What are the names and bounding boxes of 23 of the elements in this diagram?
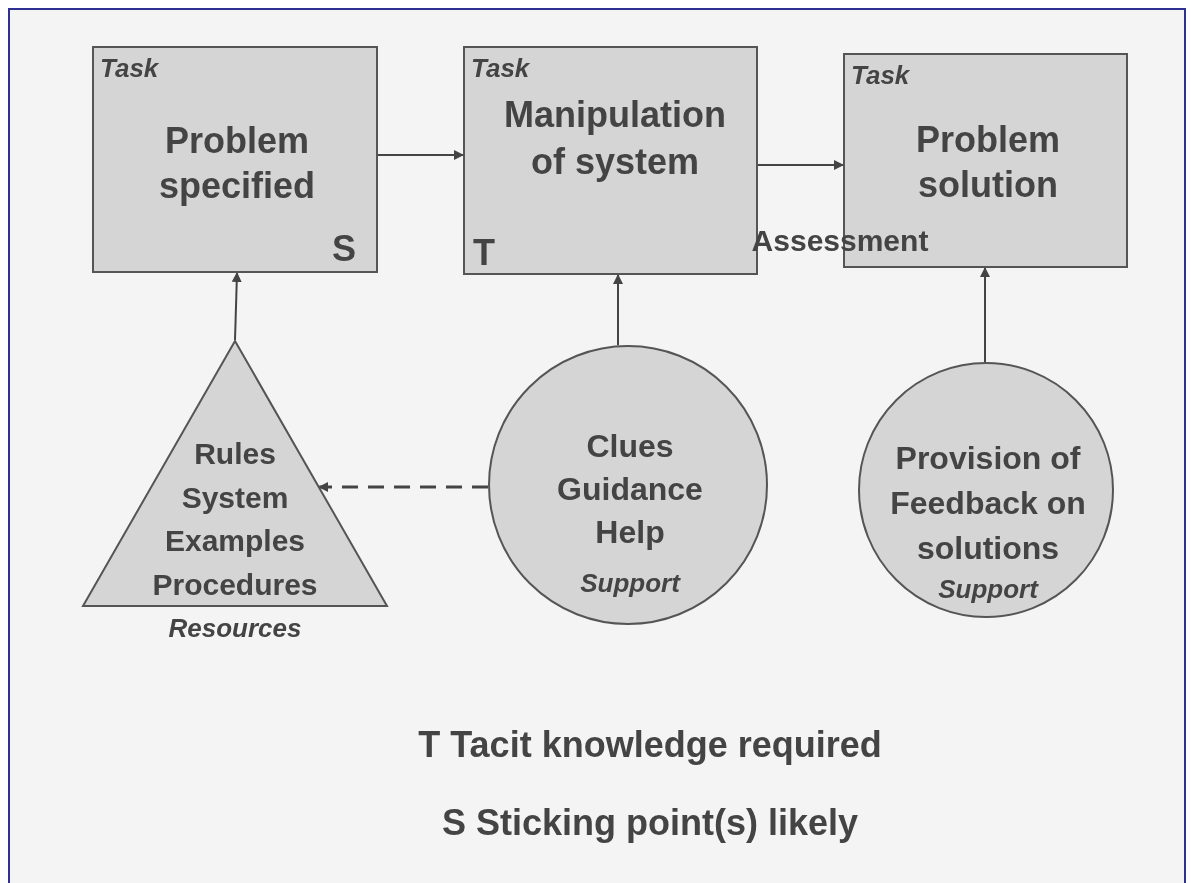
step-title: Manipulation of system: [503, 93, 727, 184]
task-label: Task: [100, 52, 160, 85]
arrow: [231, 272, 242, 341]
category-label: Resources: [167, 612, 303, 645]
arrow: [377, 150, 464, 160]
arrow: [613, 274, 623, 347]
task-box: [92, 46, 378, 273]
category-label: Support: [579, 567, 682, 600]
support-text: Provision of Feedback on solutions: [889, 439, 1087, 568]
step-title: Problem specified: [157, 119, 317, 208]
legend-text: T Tacit knowledge required: [417, 723, 883, 767]
arrow: [318, 482, 488, 492]
step-title: Problem solution: [914, 118, 1061, 207]
task-label: Task: [471, 52, 531, 85]
arrow: [757, 160, 844, 170]
task-label: Task: [851, 59, 911, 92]
arrow: [980, 267, 990, 363]
legend-text: S Sticking point(s) likely: [440, 801, 860, 845]
resource-list: Rules System Examples Procedures: [140, 432, 330, 606]
support-text: Clues Guidance Help: [556, 427, 704, 553]
marker-letter: T: [473, 231, 496, 275]
marker-letter: S: [331, 227, 357, 271]
category-label: Support: [937, 573, 1040, 606]
